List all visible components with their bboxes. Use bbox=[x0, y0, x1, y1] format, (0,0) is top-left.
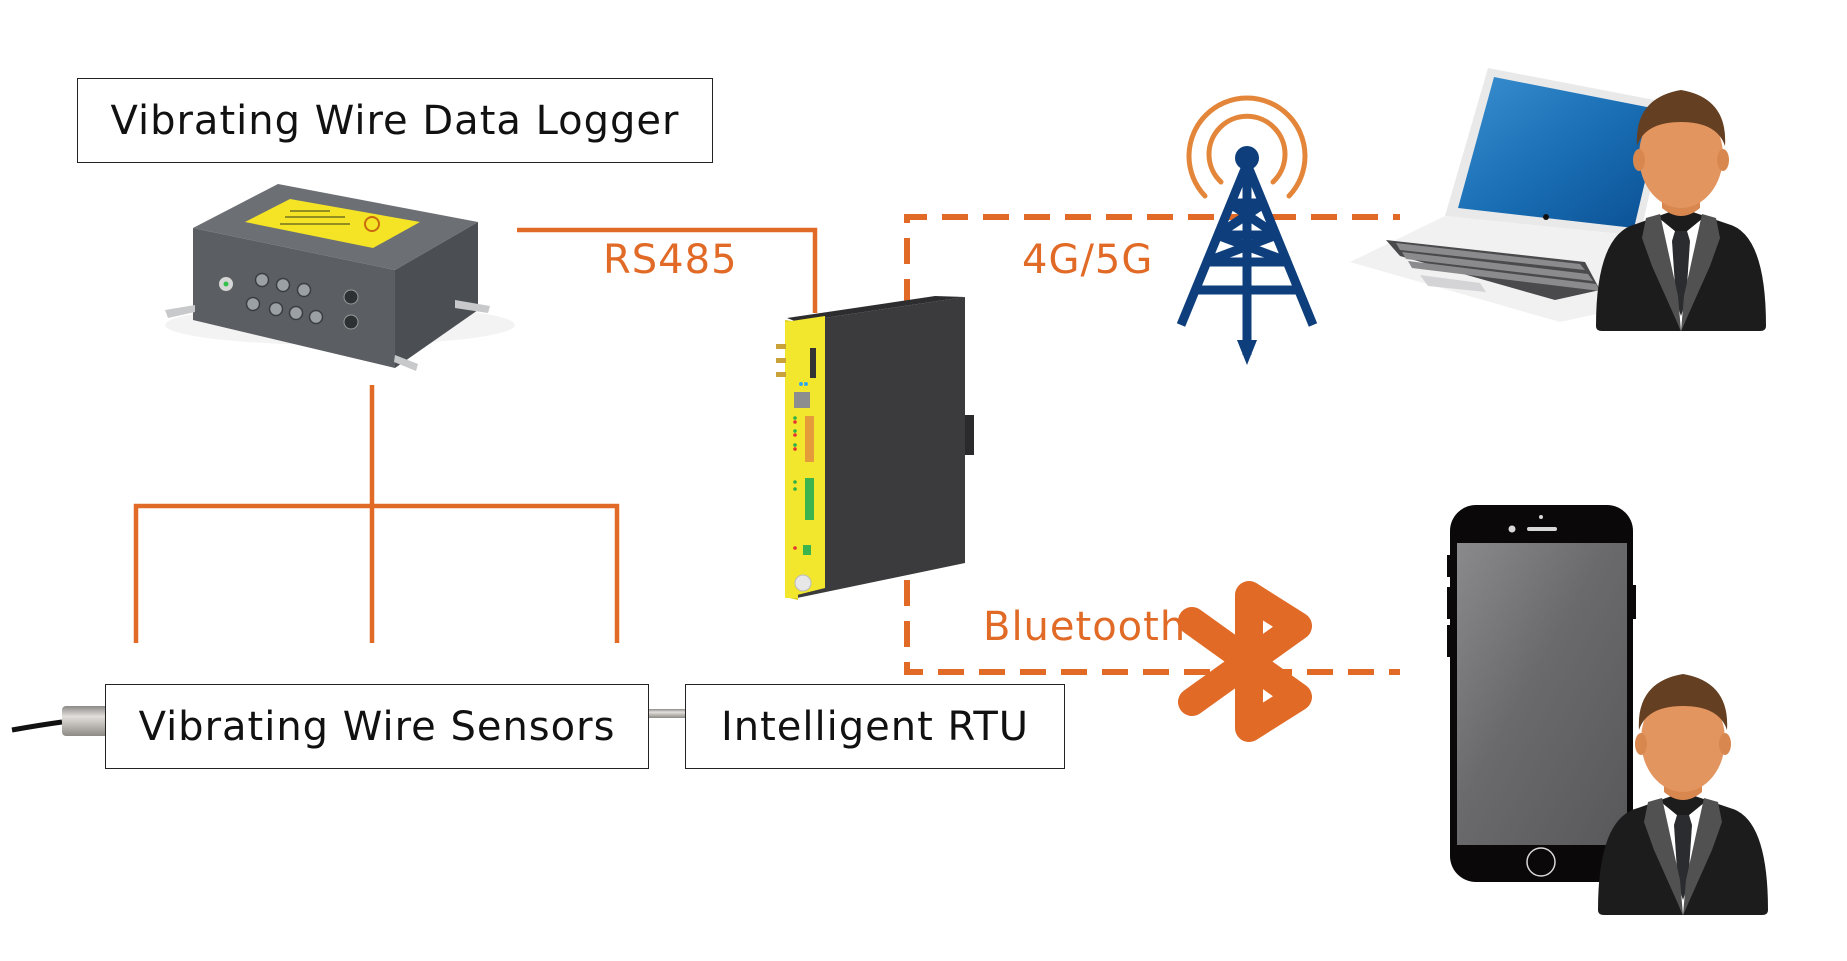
cellular-label: 4G/5G bbox=[1022, 237, 1154, 283]
rtu-label-text: Intelligent RTU bbox=[720, 703, 1030, 750]
user-avatar-icon bbox=[1598, 674, 1768, 915]
cellular-dashed-line bbox=[904, 214, 1400, 305]
sensors-label: Vibrating Wire Sensors bbox=[105, 684, 649, 769]
bluetooth-icon bbox=[1178, 581, 1312, 742]
data-logger-label: Vibrating Wire Data Logger bbox=[77, 78, 713, 163]
sensors-label-text: Vibrating Wire Sensors bbox=[138, 703, 616, 750]
bluetooth-label: Bluetooth bbox=[983, 604, 1187, 650]
sensor-branch-line bbox=[133, 503, 620, 643]
rs485-line bbox=[517, 227, 818, 313]
laptop-icon bbox=[1350, 68, 1670, 322]
data-logger-label-text: Vibrating Wire Data Logger bbox=[110, 97, 680, 144]
rtu-device-icon bbox=[776, 296, 974, 600]
cell-tower-icon bbox=[1176, 95, 1318, 365]
rtu-label: Intelligent RTU bbox=[685, 684, 1065, 769]
rs485-label: RS485 bbox=[603, 237, 738, 283]
smartphone-icon bbox=[1447, 505, 1636, 882]
data-logger-device-icon bbox=[165, 184, 515, 371]
user-avatar-icon bbox=[1596, 90, 1766, 331]
